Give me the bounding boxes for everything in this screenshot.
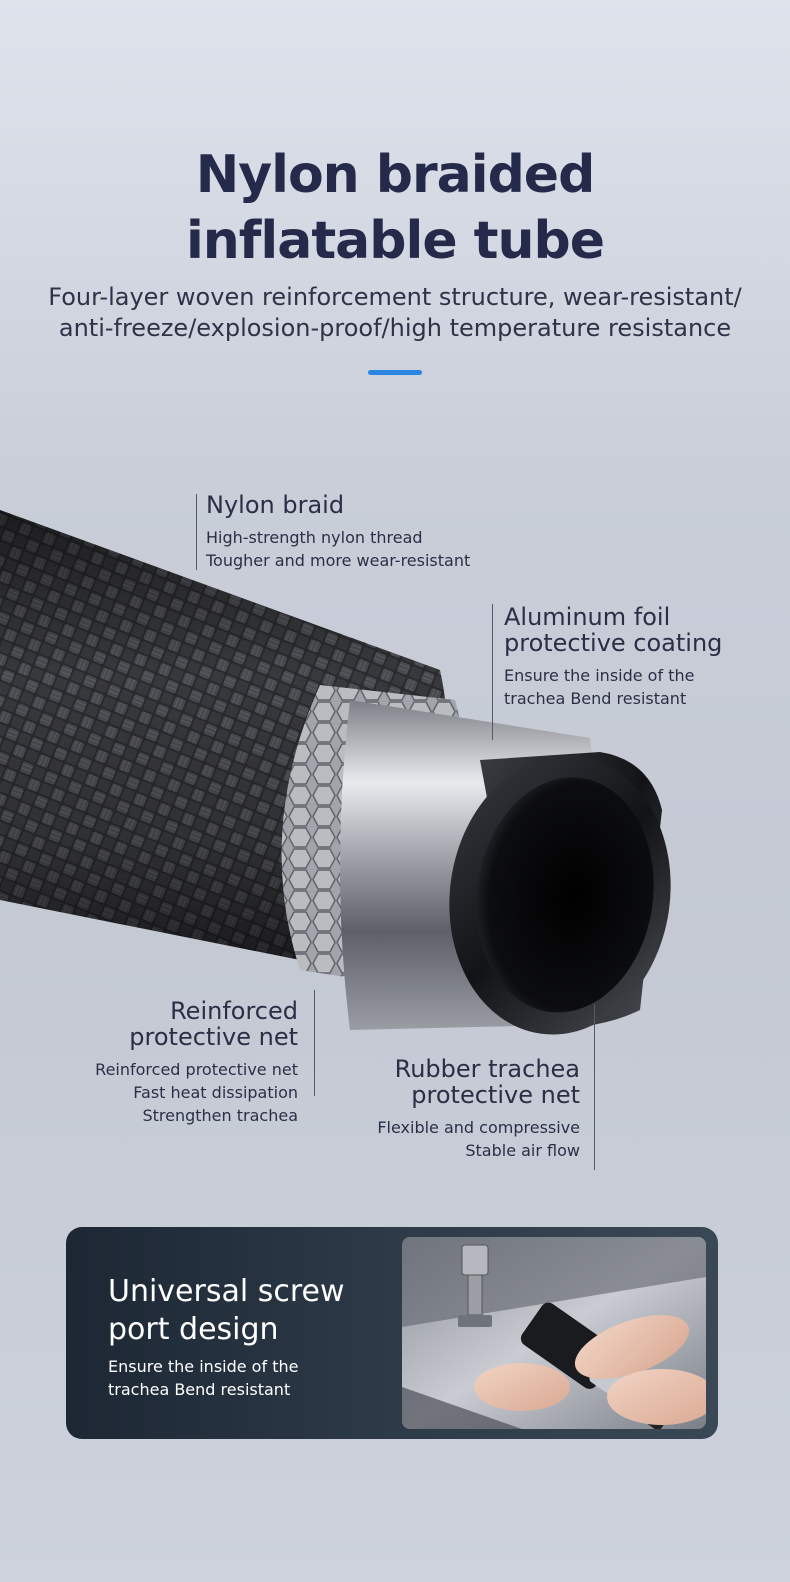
title-line-1: Nylon braided xyxy=(195,145,596,205)
callout-desc: High-strength nylon thread Tougher and m… xyxy=(206,526,470,572)
accent-divider xyxy=(368,370,422,375)
callout-reinforced-net: Reinforced protective net Reinforced pro… xyxy=(40,998,298,1127)
callout-title: Rubber trachea protective net xyxy=(320,1056,580,1108)
subtitle-line-2: anti-freeze/explosion-proof/high tempera… xyxy=(58,314,732,342)
callout-title: Nylon braid xyxy=(206,491,345,519)
page-title: Nylon braided inflatable tube xyxy=(0,142,790,274)
banner-desc: Ensure the inside of the trachea Bend re… xyxy=(108,1355,298,1401)
callout-desc-line: Strengthen trachea xyxy=(142,1106,298,1125)
callout-aluminum-foil: Aluminum foil protective coating Ensure … xyxy=(504,604,722,710)
callout-desc-line: Flexible and compressive xyxy=(377,1118,580,1137)
callout-desc-line: High-strength nylon thread xyxy=(206,528,423,547)
rubber-tube-layer xyxy=(449,752,671,1035)
screw-port-banner: Universal screw port design Ensure the i… xyxy=(66,1227,718,1439)
callout-title-line: protective net xyxy=(129,1023,298,1051)
callout-line-reinforced xyxy=(314,990,315,1096)
callout-title-line: Aluminum foil xyxy=(504,603,671,631)
callout-desc: Flexible and compressive Stable air flow xyxy=(320,1116,580,1162)
banner-title-line: port design xyxy=(108,1312,279,1347)
callout-title-line: Reinforced xyxy=(170,997,298,1025)
banner-title-line: Universal screw xyxy=(108,1274,345,1309)
subtitle-line-1: Four-layer woven reinforcement structure… xyxy=(48,283,742,311)
callout-desc-line: Stable air flow xyxy=(465,1141,580,1160)
callout-nylon-braid: Nylon braid High-strength nylon thread T… xyxy=(206,492,470,572)
callout-title-line: protective coating xyxy=(504,629,723,657)
banner-desc-line: Ensure the inside of the xyxy=(108,1357,299,1376)
callout-line-rubber xyxy=(594,1004,595,1170)
callout-line-aluminum xyxy=(492,604,493,740)
callout-title-line: Rubber trachea xyxy=(394,1055,580,1083)
callout-desc-line: trachea Bend resistant xyxy=(504,689,687,708)
callout-desc-line: Reinforced protective net xyxy=(95,1060,298,1079)
page-subtitle: Four-layer woven reinforcement structure… xyxy=(0,282,790,344)
callout-title: Aluminum foil protective coating xyxy=(504,604,722,656)
banner-title: Universal screw port design xyxy=(108,1273,345,1349)
callout-desc-line: Ensure the inside of the xyxy=(504,666,695,685)
callout-desc-line: Tougher and more wear-resistant xyxy=(206,551,471,570)
callout-rubber-trachea: Rubber trachea protective net Flexible a… xyxy=(320,1056,580,1162)
tube-illustration xyxy=(0,510,671,1035)
callout-desc: Reinforced protective net Fast heat diss… xyxy=(40,1058,298,1127)
callout-title: Reinforced protective net xyxy=(40,998,298,1050)
callout-desc: Ensure the inside of the trachea Bend re… xyxy=(504,664,722,710)
callout-line-nylon xyxy=(196,494,197,570)
valve-connection-photo xyxy=(402,1237,706,1429)
banner-desc-line: trachea Bend resistant xyxy=(108,1380,291,1399)
callout-desc-line: Fast heat dissipation xyxy=(133,1083,298,1102)
callout-title-line: protective net xyxy=(411,1081,580,1109)
title-line-2: inflatable tube xyxy=(185,211,605,271)
